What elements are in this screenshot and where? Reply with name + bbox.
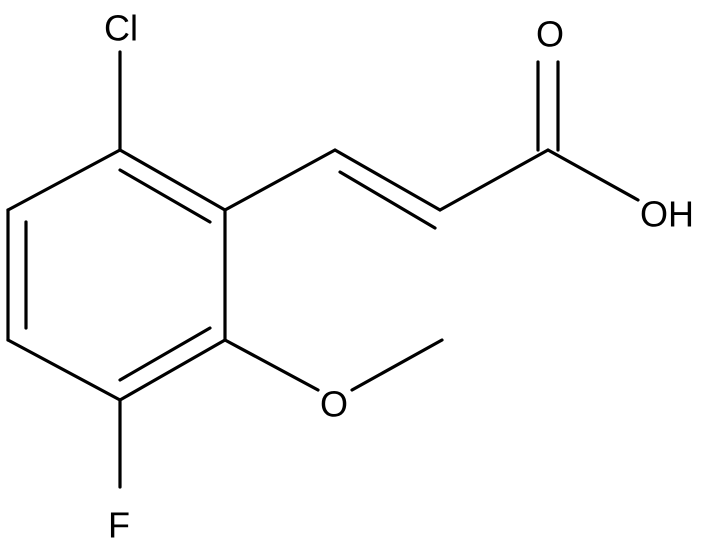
ring-bond-c3-c4-inner (118, 326, 212, 382)
bond-o-methyl (350, 338, 444, 392)
bond-carboxyl-oh (546, 148, 640, 202)
methoxy-oxygen-label: O (320, 384, 348, 425)
carbonyl-oxygen-label: O (536, 14, 564, 55)
ring-bond-c4-c5 (6, 338, 122, 402)
bond-alkene-double (333, 148, 442, 212)
fluorine-label: F (108, 505, 130, 546)
bond-c3-o-methoxy (223, 338, 320, 392)
ring-bond-c3-c4 (118, 338, 227, 402)
bond-c2-alkene (223, 148, 337, 212)
ring-bond-c6-c1 (6, 148, 122, 212)
chlorine-label: Cl (104, 8, 138, 49)
hydroxyl-label: OH (640, 194, 694, 235)
bond-alkene-double-inner (338, 170, 437, 230)
ring-bond-c1-c2-inner (118, 168, 212, 224)
ring-bond-c1-c2 (118, 148, 227, 212)
bond-alkene-carboxyl (438, 148, 550, 212)
